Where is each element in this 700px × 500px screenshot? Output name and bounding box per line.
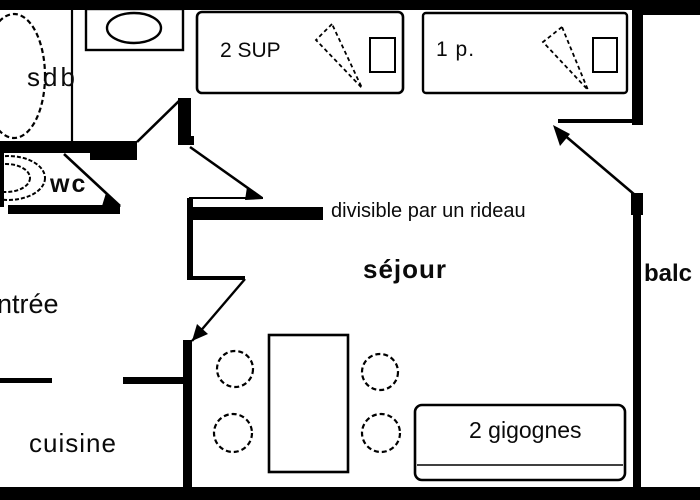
bed-label-2sup: 2 SUP bbox=[220, 39, 281, 62]
room-label-living-room: séjour bbox=[363, 254, 448, 284]
wall-kitchen-right bbox=[123, 377, 185, 384]
wall-left-edge bbox=[0, 150, 4, 207]
bed-label-gigognes: 2 gigognes bbox=[469, 417, 582, 443]
wall-sejour-left-upper bbox=[187, 198, 193, 280]
wall-room1p-bottom bbox=[558, 119, 633, 123]
toilet-outer-icon bbox=[0, 155, 46, 201]
bathtub-icon bbox=[0, 12, 47, 140]
beds bbox=[195, 10, 629, 482]
room-label-balcony: balc bbox=[644, 260, 693, 287]
entrance-door-arrow-icon bbox=[245, 187, 263, 200]
room-label-bathroom: sdb bbox=[27, 62, 78, 92]
door-arrowheads bbox=[102, 125, 570, 341]
divider-annotation: divisible par un rideau bbox=[331, 200, 526, 222]
sink-basin-icon bbox=[105, 11, 163, 45]
wall-bottom bbox=[0, 487, 700, 500]
chair-icon bbox=[212, 412, 254, 454]
wall-sejour-door-jamb bbox=[187, 276, 245, 280]
wall-top bbox=[0, 0, 645, 10]
room-label-entrance: ntrée bbox=[0, 289, 59, 319]
bed-1p bbox=[421, 11, 629, 95]
wall-bathroom-bottom-step bbox=[90, 152, 137, 160]
wall-right-lower bbox=[633, 195, 641, 490]
chair-icon bbox=[360, 352, 400, 392]
sejour-door-arrow-icon bbox=[192, 324, 208, 341]
chair-icon bbox=[360, 412, 402, 454]
wall-wc-bottom bbox=[8, 205, 120, 214]
wall-sejour-left-lower bbox=[183, 340, 192, 488]
wc-door-arrow-icon bbox=[102, 193, 121, 207]
toilet-bowl-icon bbox=[0, 163, 31, 193]
wall-stub-vertical bbox=[178, 98, 191, 142]
table bbox=[267, 333, 350, 474]
bed-1p-pillow-icon bbox=[592, 37, 618, 73]
balcony-door-arrow-icon bbox=[553, 125, 570, 146]
wall-curtain-divider bbox=[188, 207, 323, 220]
bathroom-door-swing bbox=[136, 98, 182, 143]
bathroom-fixtures bbox=[0, 7, 185, 201]
wall-top-right bbox=[633, 0, 700, 15]
dining-set bbox=[212, 333, 402, 474]
bed-2sup bbox=[195, 10, 405, 95]
balcony-door-swing bbox=[555, 127, 636, 196]
wall-right-upper bbox=[632, 2, 643, 125]
wall-bathroom-bottom bbox=[0, 141, 137, 153]
wall-kitchen-left bbox=[0, 378, 52, 383]
bed-gigognes bbox=[413, 403, 627, 482]
bed-2sup-pillow-icon bbox=[369, 37, 396, 73]
bed-label-1p: 1 p. bbox=[436, 38, 476, 61]
wall-stub-foot bbox=[178, 136, 194, 145]
room-label-kitchen: cuisine bbox=[29, 428, 117, 458]
bed-1p-wedge-icon bbox=[541, 25, 589, 91]
room-label-wc: wc bbox=[50, 170, 88, 198]
chair-icon bbox=[215, 349, 255, 389]
wc-door-swing bbox=[63, 153, 121, 207]
